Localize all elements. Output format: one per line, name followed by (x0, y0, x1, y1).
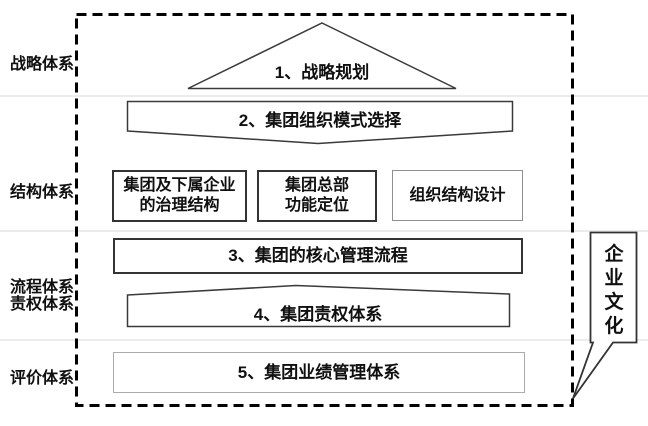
node-org-mode-selection-label: 2、集团组织模式选择 (238, 111, 402, 130)
node-governance-box: 集团及下属企业 的治理结构 (112, 170, 247, 222)
node-org-design-label: 组织结构设计 (409, 186, 506, 204)
dashed-boundary (75, 13, 574, 407)
side-label-text: 结构体系 (9, 184, 74, 201)
corporate-culture-callout-shape (572, 231, 638, 400)
side-label-strategy: 战略体系 (4, 56, 74, 73)
node-governance-line2: 的治理结构 (139, 197, 220, 214)
side-label-text: 评价体系 (9, 370, 74, 387)
row-separator (0, 95, 648, 97)
row-separator (0, 339, 648, 341)
node-hq-function-line1: 集团总部 (284, 177, 349, 194)
row-separator (0, 230, 648, 232)
node-performance-box: 5、集团业绩管理体系 (113, 352, 525, 393)
pentagon-org-mode-shape (126, 100, 514, 145)
side-label-evaluation: 评价体系 (4, 370, 74, 387)
node-core-process-box: 3、集团的核心管理流程 (113, 238, 523, 274)
node-corporate-culture-label: 企业文化 (604, 244, 624, 337)
node-performance-label: 5、集团业绩管理体系 (237, 362, 401, 382)
pentagon-responsibility-shape (126, 284, 511, 328)
side-label-text: 流程体系 (9, 279, 74, 296)
side-label-text: 战略体系 (9, 56, 74, 73)
node-governance-line1: 集团及下属企业 (123, 177, 236, 194)
node-core-process-label: 3、集团的核心管理流程 (228, 246, 408, 265)
node-responsibility-label: 4、集团责权体系 (253, 305, 383, 324)
triangle-strategic-planning-shape (187, 22, 457, 90)
side-label-structure: 结构体系 (4, 184, 74, 201)
node-strategic-planning-label: 1、战略规划 (274, 63, 370, 82)
node-hq-function-line2: 功能定位 (284, 197, 349, 214)
side-label-text: 责权体系 (9, 296, 74, 313)
node-hq-function-box: 集团总部 功能定位 (257, 170, 377, 222)
side-label-process-responsibility: 流程体系 责权体系 (4, 279, 74, 313)
node-org-design-box: 组织结构设计 (392, 170, 523, 221)
